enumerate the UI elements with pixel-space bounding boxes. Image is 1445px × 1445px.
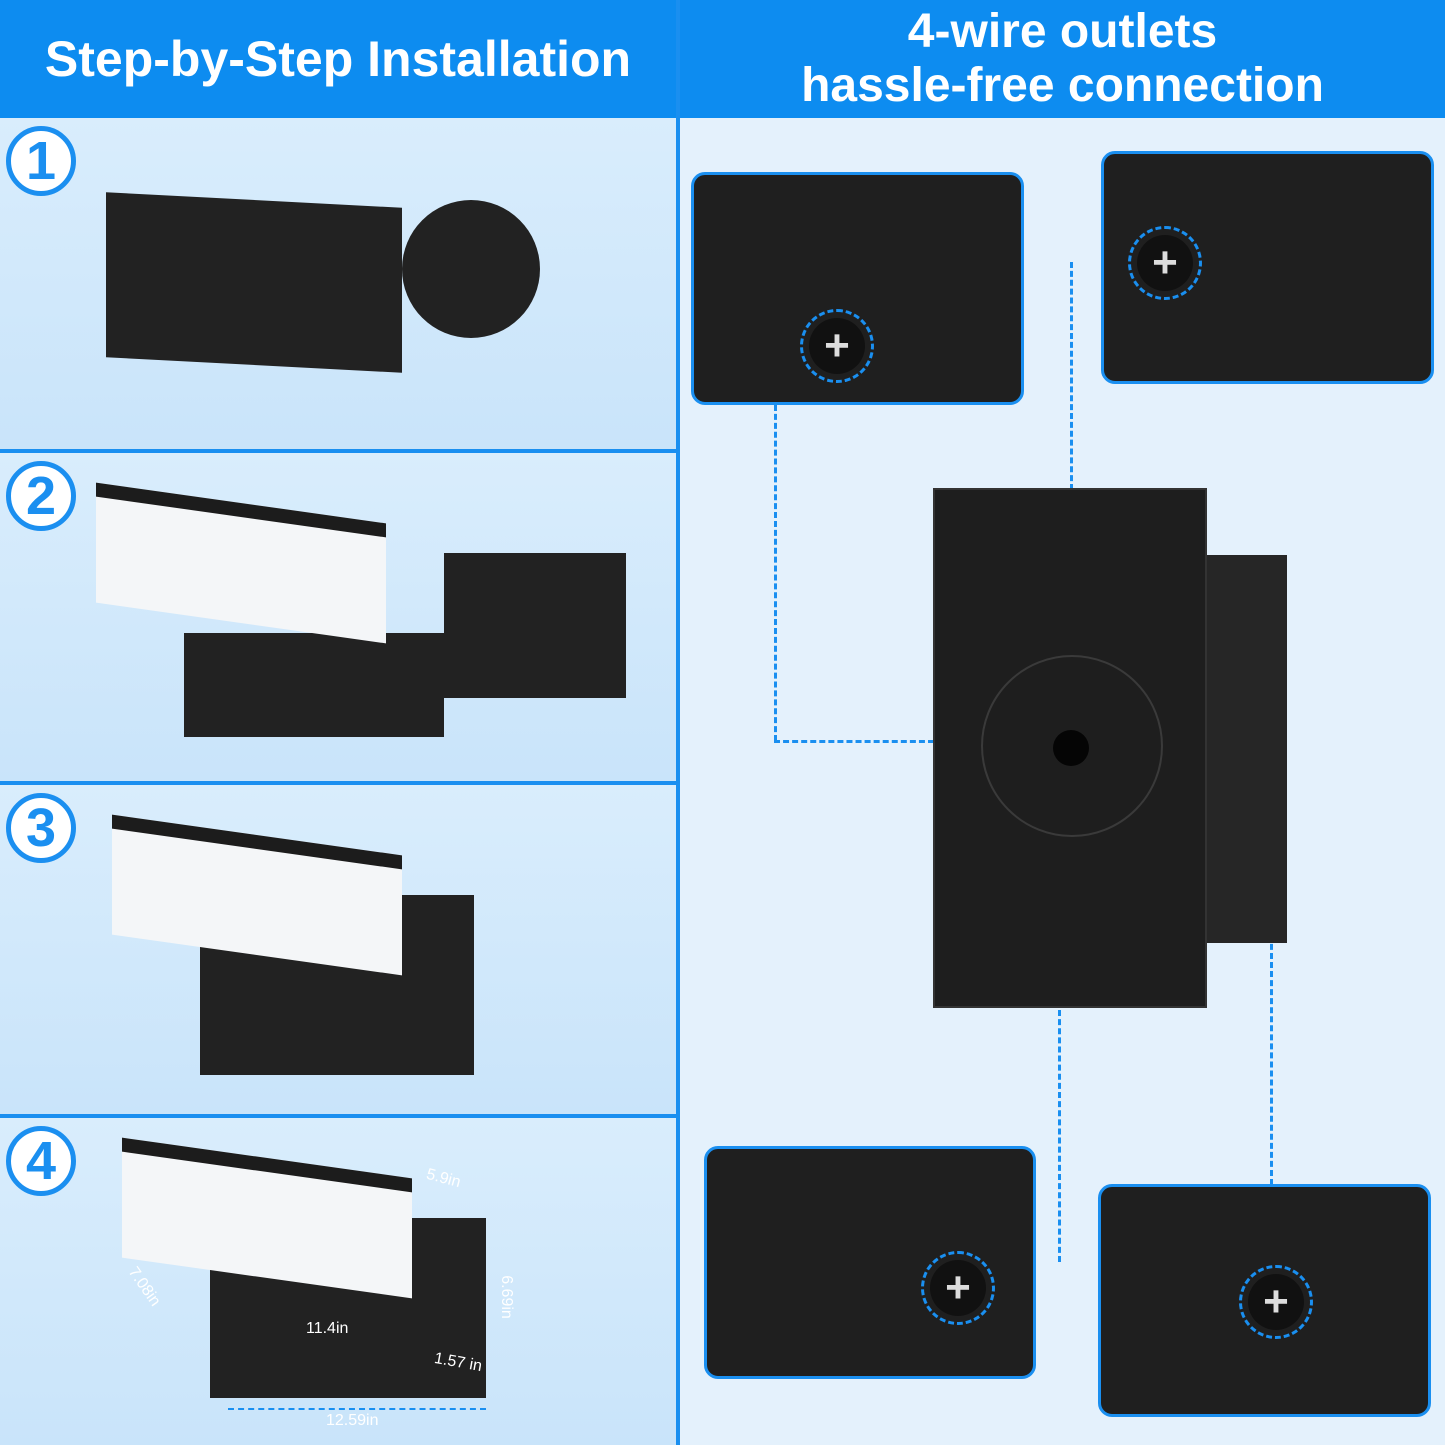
light-base-image [184, 633, 444, 737]
detail-inset-top-right: + [1101, 151, 1434, 384]
connector-line [1058, 1010, 1061, 1262]
divider [0, 449, 676, 453]
mounting-plate-image [444, 553, 626, 698]
dim-diagonal: 7.08in [124, 1263, 164, 1310]
divider [0, 781, 676, 785]
detail-inset-top-left: + [691, 172, 1024, 405]
left-title: Step-by-Step Installation [44, 31, 632, 87]
vertical-divider [676, 0, 680, 1445]
step-number: 2 [6, 461, 76, 531]
light-panel-image [112, 814, 402, 976]
header-left: Step-by-Step Installation [0, 0, 676, 118]
right-title-line1: 4-wire outlets [907, 5, 1218, 58]
light-panel-image [96, 482, 386, 644]
mounting-plate-back-image [933, 488, 1207, 1008]
divider [0, 1114, 676, 1118]
step-number: 1 [6, 126, 76, 196]
mounting-plate-image [106, 192, 402, 373]
junction-plate-image [402, 200, 540, 338]
right-title-line2: hassle-free connection [801, 59, 1324, 112]
light-panel-image [122, 1137, 412, 1299]
screw-icon: + [1128, 226, 1202, 300]
connector-line [774, 740, 934, 743]
screw-icon: + [800, 309, 874, 383]
step-4-panel: 4 5.9in 7.08in 6.69in 11.4in 1.57 in 12.… [0, 1118, 676, 1445]
step-3-panel: 3 [0, 785, 676, 1114]
dimension-line [228, 1408, 486, 1410]
dim-total-width: 12.59in [326, 1412, 379, 1429]
dim-height: 6.69in [497, 1275, 515, 1319]
header-right: 4-wire outlets hassle-free connection [680, 0, 1445, 118]
center-screw [1053, 730, 1089, 766]
dim-panel-width: 11.4in [306, 1320, 349, 1337]
junction-circle [981, 655, 1163, 837]
connector-line [1070, 262, 1073, 490]
step-2-panel: 2 [0, 453, 676, 781]
step-number: 4 [6, 1126, 76, 1196]
screw-icon: + [1239, 1265, 1313, 1339]
connector-line [1270, 745, 1273, 1185]
detail-inset-bottom-left: + [704, 1146, 1036, 1379]
step-1-panel: 1 [0, 118, 676, 449]
detail-inset-bottom-right: + [1098, 1184, 1431, 1417]
screw-icon: + [921, 1251, 995, 1325]
connector-line [774, 405, 777, 741]
step-number: 3 [6, 793, 76, 863]
plate-side-image [1205, 555, 1287, 943]
dim-depth: 5.9in [424, 1165, 463, 1192]
